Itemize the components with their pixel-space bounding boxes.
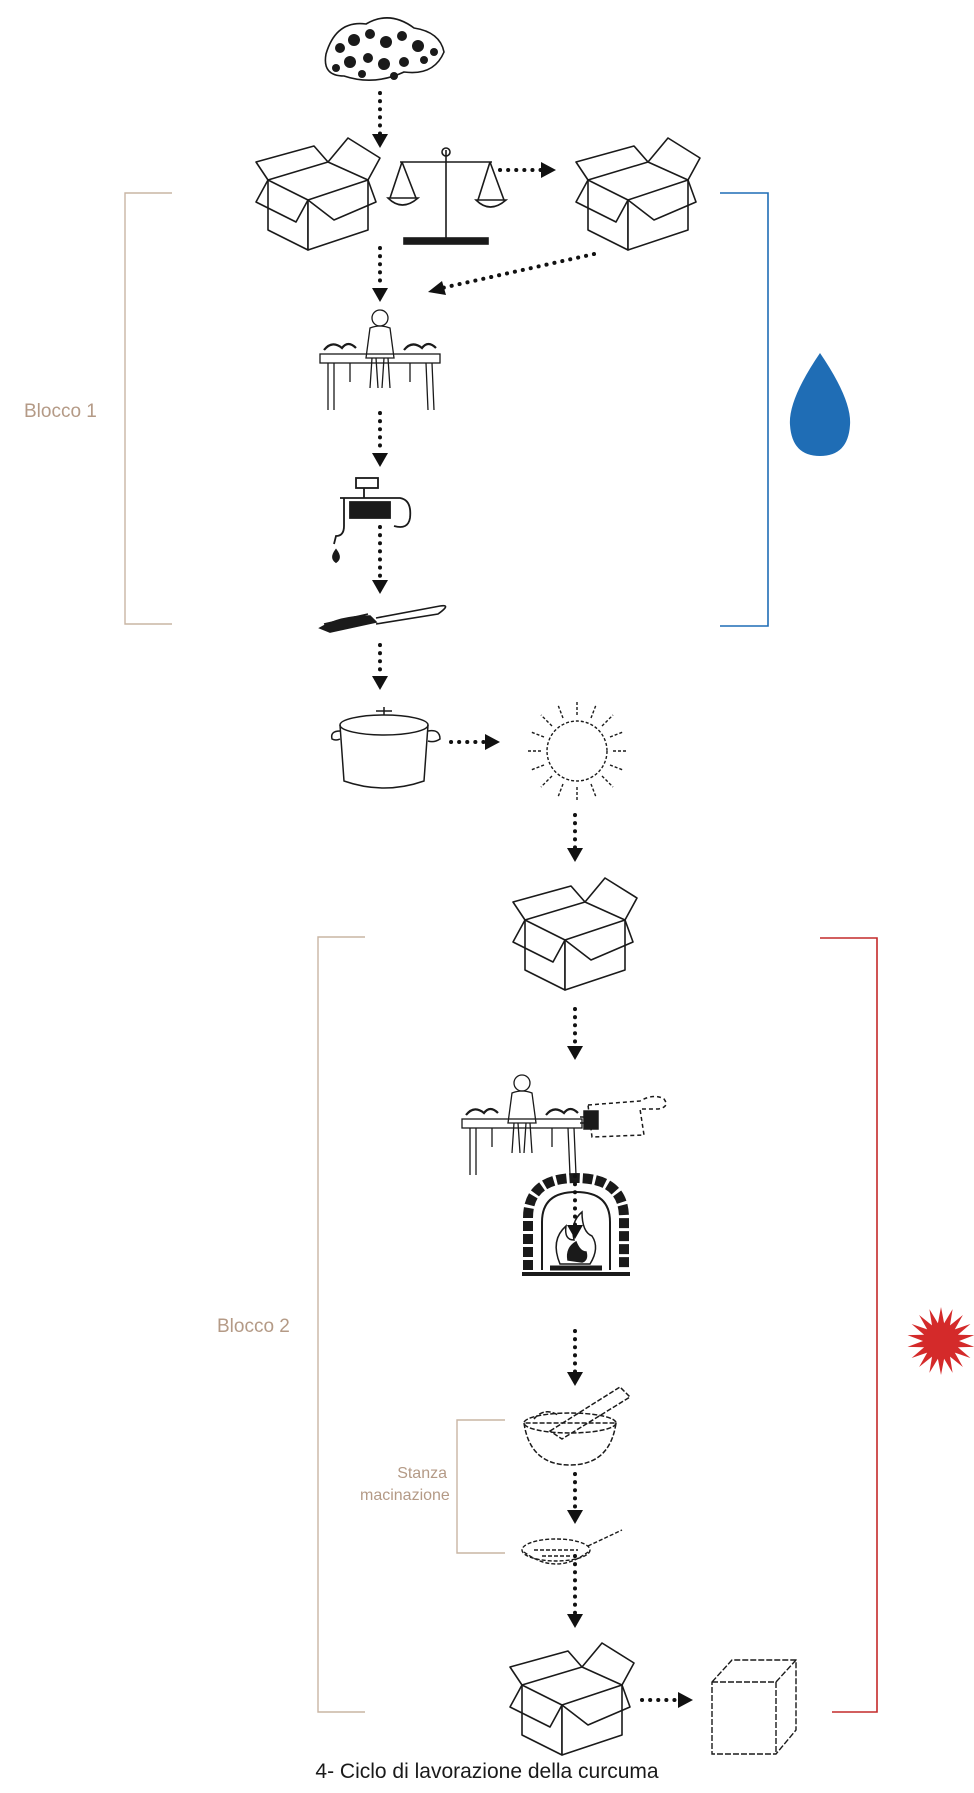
turmeric-roots-icon	[324, 17, 445, 81]
room-label-line-1: Stanza	[397, 1465, 447, 1482]
open-box-icon	[255, 137, 381, 251]
arrow-heads	[372, 134, 693, 1708]
flow-arrows	[378, 91, 680, 1702]
block-1-bracket	[124, 192, 172, 625]
worker-at-table-icon	[318, 308, 442, 412]
water-bracket	[720, 192, 769, 627]
water-tap-icon	[332, 477, 412, 564]
closed-cube-icon	[711, 1659, 797, 1755]
energy-burst-icon	[907, 1307, 974, 1375]
water-drop-icon	[789, 353, 851, 456]
worker-at-table-icon	[460, 1073, 584, 1177]
energy-burst-shape	[907, 1307, 974, 1375]
room-label-line-2: macinazione	[360, 1487, 450, 1504]
room-bracket	[456, 1419, 505, 1554]
balance-scale-icon	[386, 147, 509, 245]
sieve-icon	[521, 1529, 623, 1565]
block-2-label: Blocco 2	[217, 1316, 290, 1337]
open-box-icon	[509, 1642, 635, 1756]
cooking-pot-icon	[330, 707, 441, 789]
block-2-bracket	[317, 936, 365, 1713]
knife-icon	[318, 604, 447, 633]
scoop-icon	[580, 1095, 667, 1138]
figure-caption: 4- Ciclo di lavorazione della curcuma	[315, 1760, 659, 1783]
block-1-label: Blocco 1	[24, 401, 97, 422]
sun-icon	[527, 701, 627, 801]
room-label: Stanza macinazione	[360, 1463, 450, 1507]
mortar-icon	[523, 1386, 632, 1466]
open-box-icon	[512, 877, 638, 991]
open-box-icon	[575, 137, 701, 251]
energy-bracket	[820, 937, 878, 1713]
